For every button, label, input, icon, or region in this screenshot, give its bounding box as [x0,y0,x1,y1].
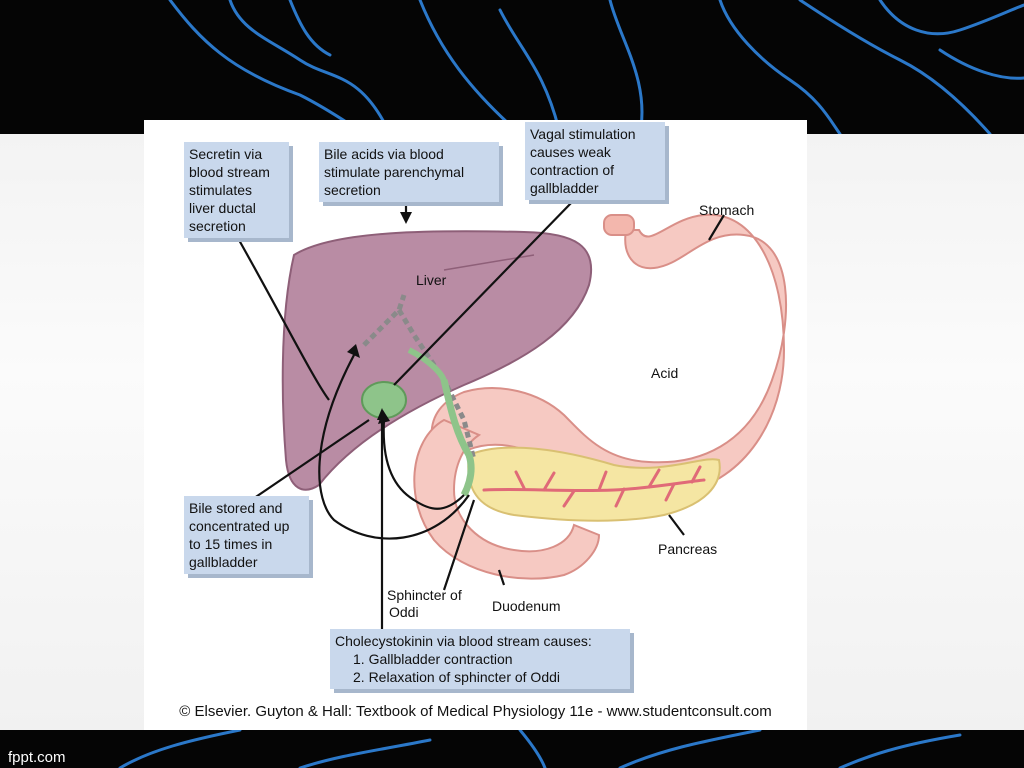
acid-label: Acid [651,365,679,381]
brand-watermark: fppt.com [8,749,66,766]
vagal-line: contraction of [530,162,615,178]
vagal-line: gallbladder [530,180,599,196]
copyright-caption: © Elsevier. Guyton & Hall: Textbook of M… [179,703,772,720]
liver-label: Liver [416,272,447,288]
secretin-callout: Secretin via blood stream stimulates liv… [184,142,289,238]
biliary-system-illustration [238,199,787,635]
blue-vessels-bottom-decoration [118,730,962,768]
vagal-callout: Vagal stimulation causes weak contractio… [525,122,665,200]
bile-acids-line: secretion [324,182,381,198]
diagram-panel: Secretin via blood stream stimulates liv… [144,120,807,730]
stomach-label: Stomach [699,202,755,218]
secretin-line: secretion [189,218,246,234]
blue-vessels-top-decoration [168,0,1024,134]
secretin-line: Secretin via [189,146,263,162]
bile-acids-line: Bile acids via blood [324,146,444,162]
vagal-line: Vagal stimulation [530,126,636,142]
bile-stored-line: to 15 times in [189,536,273,552]
secretin-line: liver ductal [189,200,256,216]
background-bottom [0,730,1024,768]
sphincter-line: Oddi [389,604,419,620]
vagal-line: causes weak [530,144,611,160]
pancreas-label: Pancreas [658,541,718,557]
cholecystokinin-line: 2. Relaxation of sphincter of Oddi [353,669,561,685]
bile-acids-callout: Bile acids via blood stimulate parenchym… [319,142,499,202]
sphincter-line: Sphincter of [387,587,462,603]
bile-stored-callout: Bile stored and concentrated up to 15 ti… [184,496,309,574]
arrowheads [347,212,412,424]
bile-acids-line: stimulate parenchymal [324,164,465,180]
cholecystokinin-line: 1. Gallbladder contraction [353,651,513,667]
bile-stored-line: Bile stored and [189,500,283,516]
cholecystokinin-callout: Cholecystokinin via blood stream causes:… [330,629,630,689]
bile-ducts [362,294,477,497]
bile-stored-line: concentrated up [189,518,290,534]
secretin-line: stimulates [189,182,253,198]
secretin-line: blood stream [189,164,270,180]
duodenum-label: Duodenum [492,598,561,614]
pancreas-shape [467,446,721,522]
sphincter-label: Sphincter of Oddi [387,587,462,621]
background-top [0,0,1024,134]
bile-stored-line: gallbladder [189,554,258,570]
arrows [238,199,725,635]
cholecystokinin-line: Cholecystokinin via blood stream causes: [335,633,592,649]
